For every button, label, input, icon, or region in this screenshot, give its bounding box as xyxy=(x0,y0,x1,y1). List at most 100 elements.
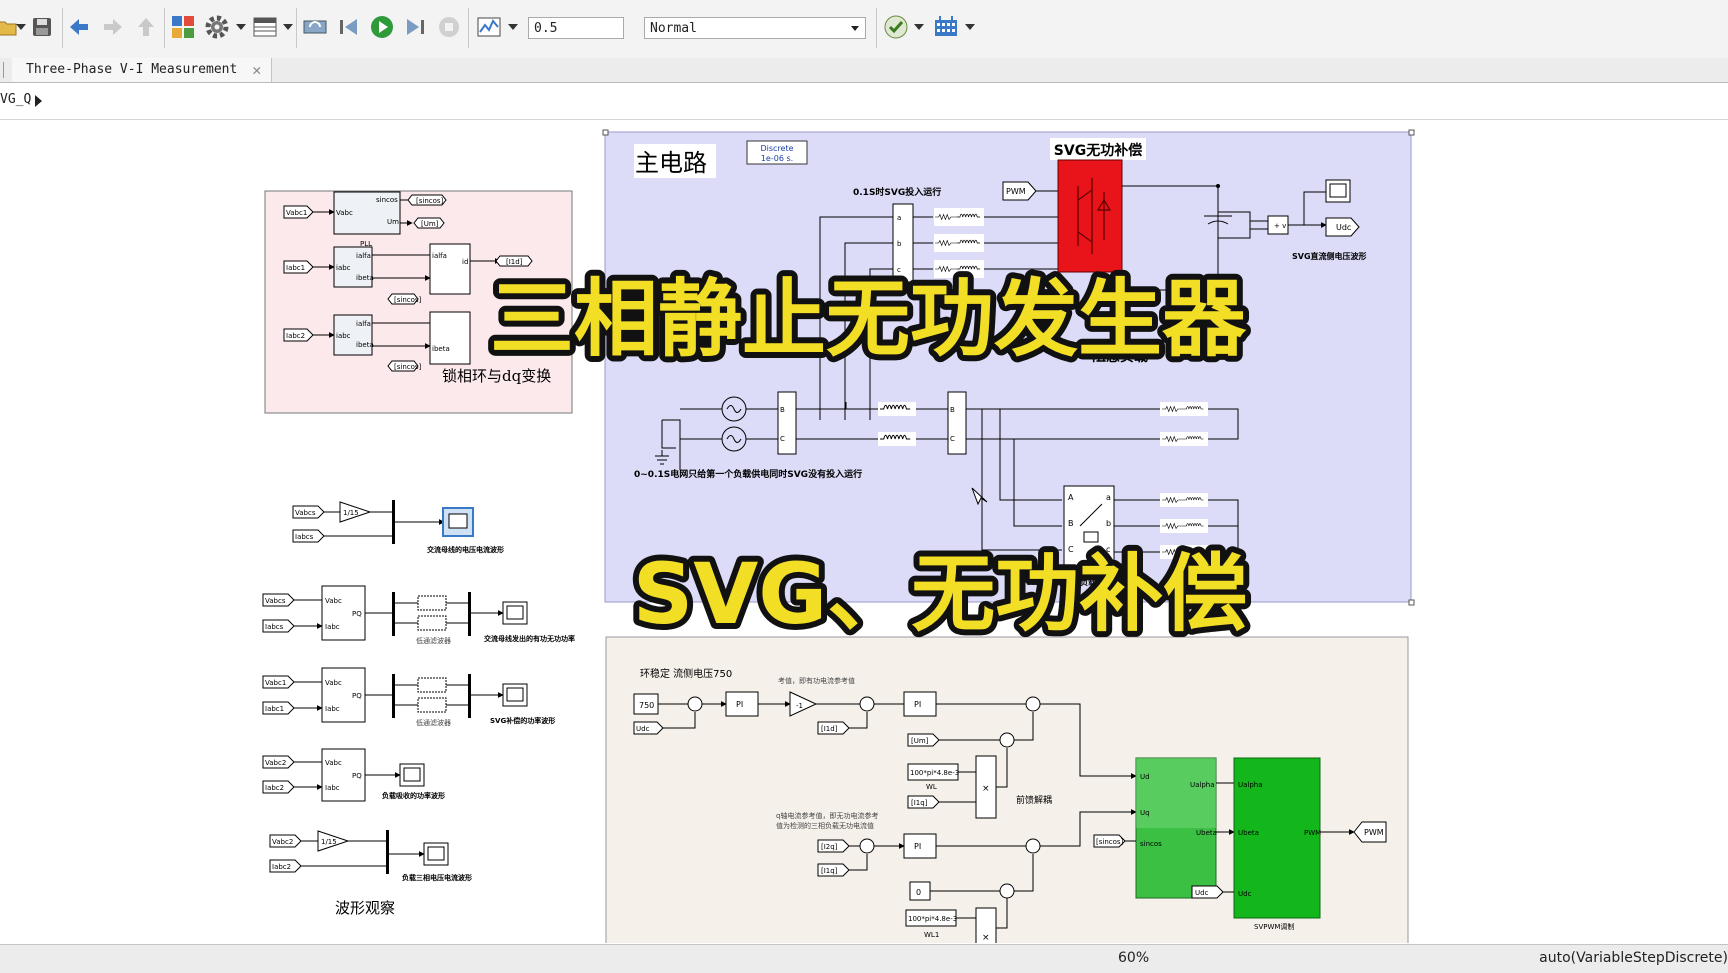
sum-block[interactable] xyxy=(687,696,703,712)
overlay-subtitle: SVG、无功补偿 xyxy=(633,545,1247,643)
svg-text:Um: Um xyxy=(387,218,399,226)
svg-text:[I1d]: [I1d] xyxy=(821,725,838,733)
arrow-left-icon xyxy=(70,19,88,35)
step-back-button[interactable] xyxy=(334,12,364,42)
svg-text:×: × xyxy=(982,784,990,794)
svg-text:c: c xyxy=(897,266,901,274)
arrow-up-icon xyxy=(138,18,154,36)
chevron-down-icon[interactable] xyxy=(236,24,246,30)
model-explorer-button[interactable] xyxy=(250,12,280,42)
build-button[interactable] xyxy=(931,12,961,42)
load-breaker-block[interactable] xyxy=(947,391,967,455)
svg-text:Iabcs: Iabcs xyxy=(295,533,314,541)
breadcrumb: VG_Q xyxy=(0,83,1728,120)
chevron-down-icon[interactable] xyxy=(283,24,293,30)
svg-text:id: id xyxy=(462,258,468,266)
svg-text:Vabc: Vabc xyxy=(325,679,342,687)
stop-button[interactable] xyxy=(434,12,464,42)
model-canvas[interactable]: 主电路 Discrete 1e-06 s. SVG无功补偿 0.1S时SVG投入… xyxy=(0,120,1728,943)
chevron-down-icon[interactable] xyxy=(965,24,975,30)
svg-text:Iabc: Iabc xyxy=(325,705,340,713)
svg-text:PI: PI xyxy=(914,842,921,851)
svg-text:Ualpha: Ualpha xyxy=(1190,781,1215,789)
coordinate-transform-block[interactable] xyxy=(1135,757,1217,899)
svg-text:[I1q]: [I1q] xyxy=(911,799,928,807)
model-advisor-button[interactable] xyxy=(881,12,911,42)
forward-button[interactable] xyxy=(98,12,128,42)
tab-three-phase-vi-measurement[interactable]: Three-Phase V-I Measurement ✕ xyxy=(12,58,273,82)
powergui-block[interactable] xyxy=(746,140,808,165)
svg-text:-1: -1 xyxy=(796,702,803,710)
model-settings-button[interactable] xyxy=(202,12,232,42)
svg-text:负载吸收的功率波形: 负载吸收的功率波形 xyxy=(382,791,445,800)
svg-text:WL1: WL1 xyxy=(924,931,939,939)
udc-goto-tag[interactable] xyxy=(1325,217,1360,237)
waveform-observation-area[interactable]: Vabcs Iabcs 1/15 交流母线的电压电流波形 Vabcs Iabcs… xyxy=(262,500,575,917)
second-load-breaker[interactable] xyxy=(1063,485,1115,569)
stop-icon xyxy=(439,17,459,37)
stop-time-input[interactable]: 0.5 xyxy=(528,17,624,39)
main-circuit-area[interactable]: 主电路 Discrete 1e-06 s. SVG无功补偿 0.1S时SVG投入… xyxy=(602,129,1415,606)
chevron-down-icon[interactable] xyxy=(508,24,518,30)
svg-text:Vabc2: Vabc2 xyxy=(272,838,293,846)
control-area[interactable]: 环稳定 流侧电压750 考值，即有功电流参考值 750 Udc PI -1 [I… xyxy=(605,636,1409,943)
svpwm-block[interactable] xyxy=(1233,757,1321,919)
library-browser-button[interactable] xyxy=(168,12,198,42)
svg-text:Uq: Uq xyxy=(1140,809,1150,817)
toolbar: 0.5 Normal xyxy=(0,0,1728,59)
tab-label: Three-Phase V-I Measurement xyxy=(26,62,238,77)
model-tab-bar: Three-Phase V-I Measurement ✕ xyxy=(0,58,1728,83)
svg-text:Iabc2: Iabc2 xyxy=(265,784,284,792)
svg-text:[Um]: [Um] xyxy=(421,220,439,228)
chevron-down-icon[interactable] xyxy=(914,24,924,30)
svg-text:a: a xyxy=(897,214,901,222)
svg-text:SVG补偿的功率波形: SVG补偿的功率波形 xyxy=(490,716,555,725)
solver-status[interactable]: auto(VariableStepDiscrete) xyxy=(1539,950,1728,966)
svg-text:750: 750 xyxy=(639,701,654,710)
grid-breaker-block[interactable] xyxy=(777,391,797,455)
gain-block[interactable] xyxy=(339,501,372,523)
svg-text:[I1q]: [I1q] xyxy=(821,867,838,875)
pll-block[interactable] xyxy=(333,191,401,235)
data-inspector-button[interactable] xyxy=(474,12,504,42)
waves-area-title: 波形观察 xyxy=(335,899,395,917)
svg-text:考值，即有功电流参考值: 考值，即有功电流参考值 xyxy=(778,676,855,685)
simulation-mode-select[interactable]: Normal xyxy=(644,17,866,39)
svg-text:Iabc2: Iabc2 xyxy=(272,863,291,871)
svg-text:Udc: Udc xyxy=(1238,890,1252,898)
svg-text:100*pi*4.8e-3: 100*pi*4.8e-3 xyxy=(910,769,959,777)
back-button[interactable] xyxy=(64,12,94,42)
svg-text:[I2q]: [I2q] xyxy=(821,843,838,851)
svg-text:Ualpha: Ualpha xyxy=(1238,781,1263,789)
svg-converter-block[interactable] xyxy=(1057,159,1123,273)
svg-text:0: 0 xyxy=(916,888,921,897)
close-icon[interactable]: ✕ xyxy=(252,61,262,79)
svg-text:WL: WL xyxy=(926,783,937,791)
svg-text:[sincos]: [sincos] xyxy=(416,197,444,205)
svg-text:b: b xyxy=(897,240,902,248)
svg-text:ialfa: ialfa xyxy=(356,320,371,328)
pll-dq-area[interactable]: 锁相环与dq变换 Vabc1 Vabc sincos Um PLL [sinco… xyxy=(264,190,573,414)
svg-text:PWM: PWM xyxy=(1006,187,1026,196)
pwm-output-tag[interactable] xyxy=(1353,821,1387,843)
svg-text:Iabc1: Iabc1 xyxy=(286,264,305,272)
chevron-down-icon[interactable] xyxy=(16,24,26,30)
svg-text:iabc: iabc xyxy=(336,264,351,272)
svg-text:B: B xyxy=(780,406,785,414)
pwm-goto-tag[interactable] xyxy=(1002,181,1037,201)
step-forward-button[interactable] xyxy=(400,12,430,42)
zoom-level[interactable]: 60% xyxy=(1118,950,1150,966)
up-button[interactable] xyxy=(131,12,161,42)
save-button[interactable] xyxy=(27,12,57,42)
breadcrumb-model[interactable]: VG_Q xyxy=(0,92,32,107)
svg-text:ibeta: ibeta xyxy=(356,274,374,282)
power-measurement-block[interactable] xyxy=(321,585,366,641)
run-button[interactable] xyxy=(367,12,397,42)
svg-text:Vabc: Vabc xyxy=(336,209,353,217)
powergui-line1: Discrete xyxy=(760,144,793,153)
breadcrumb-arrow-icon[interactable] xyxy=(35,95,42,107)
update-diagram-button[interactable] xyxy=(300,12,330,42)
svg-text:低通滤波器: 低通滤波器 xyxy=(416,718,451,727)
dq-transform-block[interactable] xyxy=(429,243,471,295)
svg-text:PI: PI xyxy=(736,700,743,709)
